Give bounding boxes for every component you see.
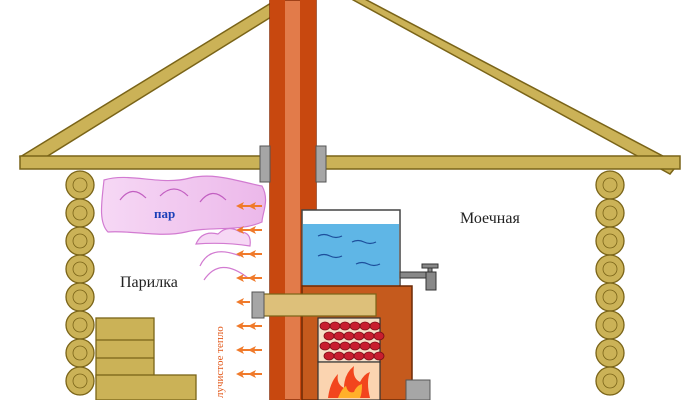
roof <box>18 0 681 175</box>
stone <box>329 341 341 351</box>
roof-rafter-left <box>18 0 300 168</box>
stone <box>373 331 385 341</box>
steam-room-label: Парилка <box>120 274 178 291</box>
stone <box>373 351 385 361</box>
arrow-left-icon <box>236 298 250 306</box>
stone <box>343 351 355 361</box>
arrow-left-icon <box>248 274 262 282</box>
water-tap-icon <box>399 263 439 291</box>
arrow-left-icon <box>236 346 250 354</box>
stone <box>323 331 335 341</box>
stone <box>349 341 361 351</box>
bench <box>95 317 197 400</box>
log-wall-left <box>65 170 95 396</box>
stone <box>329 321 341 331</box>
arrow-left-icon <box>248 226 262 234</box>
arrow-left-icon <box>236 322 250 330</box>
stone <box>339 341 351 351</box>
log-rings-right <box>602 177 618 389</box>
stove-flue-pipe <box>255 293 377 317</box>
roof-rafter-right <box>351 0 680 175</box>
steam-label: пар <box>154 206 176 221</box>
fire-icon <box>328 366 370 398</box>
stone <box>333 331 345 341</box>
arrow-left-icon <box>248 322 262 330</box>
stone <box>333 351 345 361</box>
stone <box>363 331 375 341</box>
stone <box>319 341 331 351</box>
chimney-clamp-left <box>259 145 271 183</box>
arrow-left-icon <box>248 202 262 210</box>
stone <box>359 321 371 331</box>
arrow-left-icon <box>236 274 250 282</box>
stone <box>339 321 351 331</box>
stone <box>363 351 375 361</box>
stone <box>353 351 365 361</box>
stone <box>359 341 371 351</box>
log-rings-left <box>72 177 88 389</box>
stone <box>319 321 331 331</box>
stone <box>369 341 381 351</box>
chimney-clamp-right <box>315 145 327 183</box>
steam-cloud <box>100 175 267 235</box>
stone <box>369 321 381 331</box>
heat-arrows <box>236 202 262 378</box>
log-wall-right <box>595 170 625 396</box>
arrow-left-icon <box>236 226 250 234</box>
stone <box>343 331 355 341</box>
sauna-stones <box>319 321 385 361</box>
arrow-left-icon <box>248 370 262 378</box>
water-tank <box>301 209 401 287</box>
stone <box>353 331 365 341</box>
arrow-left-icon <box>236 250 250 258</box>
arrow-left-icon <box>248 250 262 258</box>
radiant-heat-label: лучистое тепло <box>214 326 226 398</box>
stone <box>323 351 335 361</box>
stone <box>349 321 361 331</box>
arrow-left-icon <box>248 346 262 354</box>
arrow-left-icon <box>236 202 250 210</box>
ceiling-beam <box>19 155 681 170</box>
washing-room-label: Моечная <box>460 210 520 227</box>
arrow-left-icon <box>236 370 250 378</box>
